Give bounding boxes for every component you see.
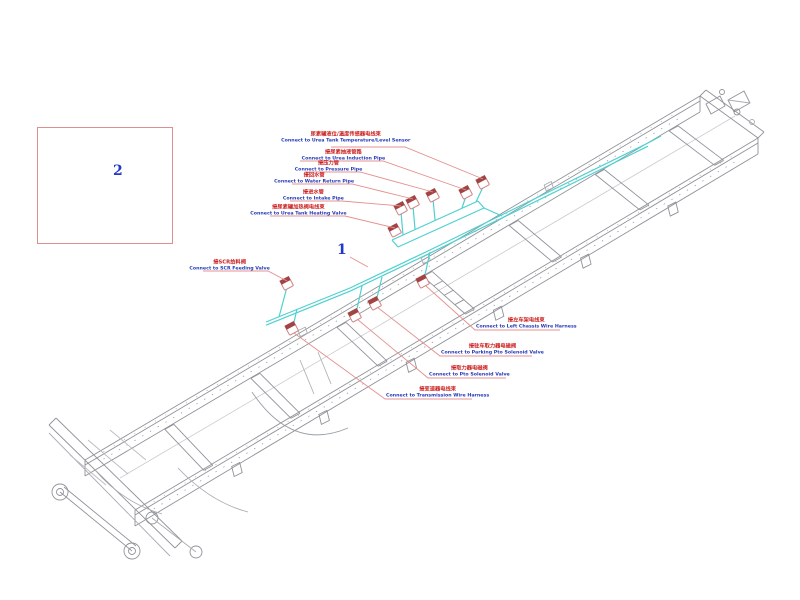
label-en: Connect to Left Chassis Wire Harness [476, 323, 577, 330]
label-cn: 接驻车取力器电磁阀 [468, 343, 517, 349]
callout-2: 2 [113, 163, 123, 179]
detail-box [37, 127, 173, 244]
wire-harness-route [265, 135, 662, 332]
label-en: Connect to Urea Tank Heating Valve [250, 210, 347, 217]
label-cn: 接尿素抽液管路 [324, 149, 362, 155]
label-cn: 接变速器电线束 [419, 386, 456, 392]
label-cn: 接左车架电线束 [507, 317, 545, 323]
label-cn: 接进水管 [303, 189, 325, 195]
label-cn: 接回水管 [303, 172, 325, 178]
label-cn: 接尿素罐加热阀电线束 [272, 204, 326, 210]
label-cn: 接压力管 [317, 160, 339, 166]
label-en: Connect to Pto Solenoid Valve [429, 371, 510, 378]
label-en: Connect to Pressure Pipe [294, 166, 362, 173]
label-en: Connect to Transmission Wire Harness [386, 392, 490, 399]
label-en: Connect to Water Return Pipe [273, 178, 354, 185]
label-cn: 接取力器电磁阀 [451, 365, 488, 371]
label-en: Connect to Intake Pipe [283, 195, 344, 202]
leader-lines [103, 146, 560, 400]
label-en: Connect to Urea Tank Temperature/Level S… [280, 137, 410, 144]
label-en: Connect to Urea Induction Pipe [301, 155, 385, 162]
label-cn: 尿素罐液位/温度传感器电线束 [310, 131, 381, 137]
label-en: Connect to Parking Pto Solenoid Valve [441, 349, 544, 356]
label-en: Connect to SCR Feeding Valve [189, 265, 270, 272]
label-cn: 接SCR给料阀 [213, 259, 247, 265]
callout-1: 1 [337, 242, 347, 258]
truck-frame-drawing [48, 89, 765, 560]
